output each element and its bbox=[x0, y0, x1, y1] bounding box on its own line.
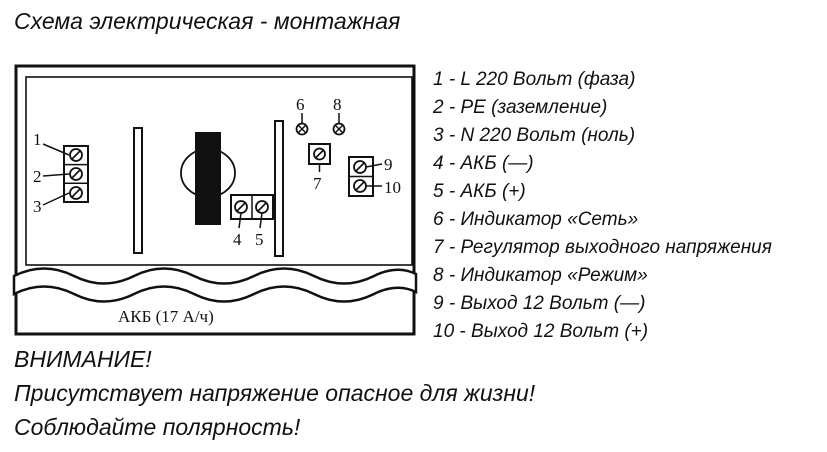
terminal-label-5: 5 bbox=[255, 230, 264, 249]
legend-item: 5 - АКБ (+) bbox=[433, 181, 526, 202]
terminal-screw-5 bbox=[255, 200, 269, 214]
terminal-label-9: 9 bbox=[384, 155, 393, 174]
warning-line-danger: Присутствует напряжение опасное для жизн… bbox=[14, 380, 536, 406]
legend-item: 9 - Выход 12 Вольт (—) bbox=[433, 293, 646, 314]
regulator-screw bbox=[313, 147, 326, 161]
warning-line-polarity: Соблюдайте полярность! bbox=[14, 414, 301, 440]
terminal-label-10: 10 bbox=[384, 178, 401, 197]
board-right bbox=[274, 120, 284, 257]
warning-block: ВНИМАНИЕ! Присутствует напряжение опасно… bbox=[14, 342, 535, 444]
legend-item: 8 - Индикатор «Режим» bbox=[433, 265, 648, 286]
indicator-mode-8 bbox=[332, 122, 346, 136]
terminal-label-6: 6 bbox=[296, 95, 305, 114]
terminal-label-2: 2 bbox=[33, 167, 42, 186]
terminal-label-4: 4 bbox=[233, 230, 242, 249]
terminal-screw-9 bbox=[353, 160, 367, 174]
legend-item: 4 - АКБ (—) bbox=[433, 153, 534, 174]
legend-item: 10 - Выход 12 Вольт (+) bbox=[433, 321, 649, 342]
terminal-screw-3 bbox=[69, 186, 83, 200]
terminal-screw-4 bbox=[234, 200, 248, 214]
terminal-label-7: 7 bbox=[313, 174, 322, 193]
legend-item: 1 - L 220 Вольт (фаза) bbox=[433, 69, 636, 90]
board-left bbox=[133, 127, 143, 254]
legend-item: 7 - Регулятор выходного напряжения bbox=[433, 237, 772, 258]
diagram-title: Схема электрическая - монтажная bbox=[14, 8, 401, 34]
housing-outline bbox=[14, 64, 416, 336]
legend-item: 6 - Индикатор «Сеть» bbox=[433, 209, 639, 230]
terminal-screw-2 bbox=[69, 167, 83, 181]
terminal-screw-1 bbox=[69, 148, 83, 162]
battery-label: АКБ (17 А/ч) bbox=[118, 307, 214, 326]
legend-item: 3 - N 220 Вольт (ноль) bbox=[433, 125, 636, 146]
wiring-diagram: 1 2 3 4 5 6 8 7 9 10 АКБ (17 А/ч) bbox=[12, 64, 418, 336]
transformer-core bbox=[195, 132, 221, 225]
indicator-network-6 bbox=[295, 122, 309, 136]
terminal-label-1: 1 bbox=[33, 130, 42, 149]
cutaway-wave bbox=[12, 267, 418, 303]
legend-item: 2 - PE (заземление) bbox=[433, 97, 608, 118]
terminal-label-8: 8 bbox=[333, 95, 342, 114]
warning-heading: ВНИМАНИЕ! bbox=[14, 346, 152, 372]
terminal-screw-10 bbox=[353, 179, 367, 193]
panel-inner-outline bbox=[25, 76, 413, 266]
terminal-legend: 1 - L 220 Вольт (фаза) 2 - PE (заземлени… bbox=[433, 66, 772, 346]
terminal-label-3: 3 bbox=[33, 197, 42, 216]
